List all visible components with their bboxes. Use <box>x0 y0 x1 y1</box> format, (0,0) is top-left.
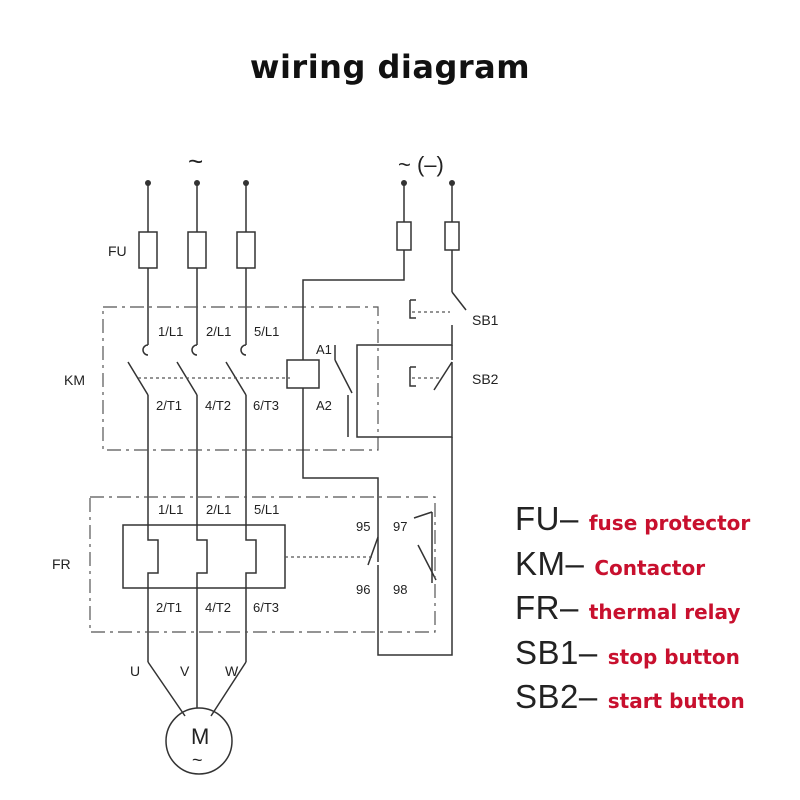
fr-label: FR <box>52 556 71 572</box>
thermal-elements <box>122 524 372 589</box>
fr-contact-97: 97 <box>393 519 407 534</box>
fuse-l2 <box>187 231 207 269</box>
legend: FU– fuse protector KM– Contactor FR– the… <box>515 500 750 723</box>
km-enclosure <box>102 306 379 451</box>
fuse-group <box>138 221 460 269</box>
fr-bottom-1: 2/T1 <box>156 600 182 615</box>
km-top-2: 2/L1 <box>206 324 231 339</box>
legend-code: SB2– <box>515 678 598 715</box>
fr-top-2: 2/L1 <box>206 502 231 517</box>
legend-desc: start button <box>607 689 745 713</box>
motor-ac-symbol: ~ <box>192 750 203 770</box>
km-top-3: 5/L1 <box>254 324 279 339</box>
fuse-l1 <box>138 231 158 269</box>
legend-code: FR– <box>515 589 579 626</box>
km-top-1: 1/L1 <box>158 324 183 339</box>
legend-code: SB1– <box>515 633 598 671</box>
fr-contact-95: 95 <box>356 519 370 534</box>
fr-bottom-2: 4/T2 <box>205 600 231 615</box>
km-bottom-3: 6/T3 <box>253 398 279 413</box>
km-bottom-2: 4/T2 <box>205 398 231 413</box>
motor-symbol: M <box>191 724 209 749</box>
phase-u: U <box>130 663 140 679</box>
supply-control-symbol: ~ (–) <box>398 152 444 177</box>
legend-row-sb2: SB2– start button <box>515 678 750 723</box>
fr-contact-98: 98 <box>393 582 407 597</box>
km-bottom-1: 2/T1 <box>156 398 182 413</box>
power-lines <box>127 183 247 662</box>
legend-row-sb1: SB1– stop button <box>515 634 750 679</box>
legend-code: KM– <box>515 544 585 582</box>
km-coil <box>286 359 320 389</box>
fuse-ctrl-2 <box>444 221 460 251</box>
legend-desc: fuse protector <box>588 511 751 535</box>
motor-icon <box>165 707 233 775</box>
diagram-title: wiring diagram <box>249 48 531 86</box>
legend-row-km: KM– Contactor <box>515 545 750 590</box>
legend-desc: thermal relay <box>588 600 741 624</box>
legend-row-fu: FU– fuse protector <box>515 500 750 545</box>
sb2-label: SB2 <box>472 371 499 387</box>
legend-desc: stop button <box>607 644 740 669</box>
fr-contact-96: 96 <box>356 582 370 597</box>
legend-row-fr: FR– thermal relay <box>515 589 750 634</box>
km-label: KM <box>64 372 85 388</box>
fuse-l3 <box>236 231 256 269</box>
fr-bottom-3: 6/T3 <box>253 600 279 615</box>
supply-terminals <box>145 180 455 186</box>
fr-top-1: 1/L1 <box>158 502 183 517</box>
control-circuit <box>302 183 467 656</box>
legend-code: FU– <box>515 500 579 537</box>
fu-label: FU <box>108 243 127 259</box>
coil-a1-label: A1 <box>316 342 332 357</box>
phase-v: V <box>180 663 190 679</box>
fr-enclosure <box>89 496 436 633</box>
motor-leads <box>147 661 247 717</box>
supply-ac-symbol: ~ <box>188 146 203 176</box>
fuse-ctrl-1 <box>396 221 412 251</box>
legend-desc: Contactor <box>594 555 706 580</box>
phase-w: W <box>225 663 239 679</box>
coil-a2-label: A2 <box>316 398 332 413</box>
sb1-label: SB1 <box>472 312 499 328</box>
fr-top-3: 5/L1 <box>254 502 279 517</box>
